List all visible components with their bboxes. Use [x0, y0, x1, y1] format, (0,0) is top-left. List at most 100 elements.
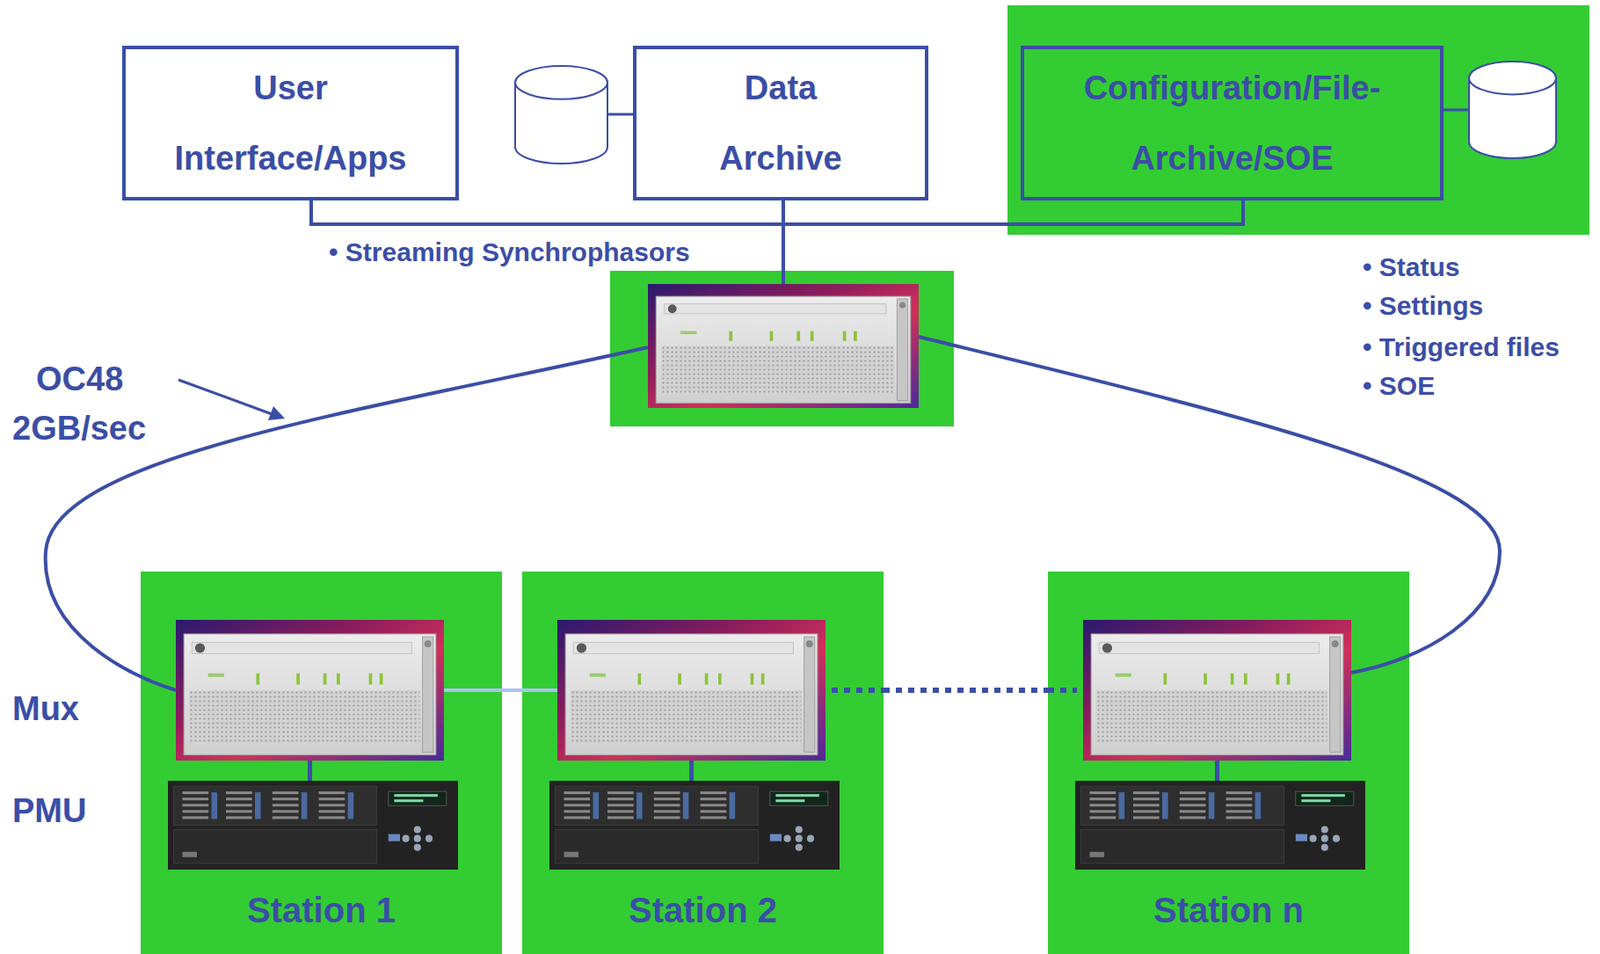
device-led	[796, 331, 800, 342]
pmu-key	[1321, 826, 1329, 834]
device-led	[296, 673, 300, 685]
pmu-display	[770, 791, 829, 806]
pmu-panel	[555, 829, 759, 864]
pmu-legend-mark	[564, 791, 591, 794]
pmu-body	[1075, 780, 1366, 870]
connector-line	[501, 688, 523, 692]
device-backdrop	[175, 619, 444, 761]
pmu-led-column	[683, 792, 690, 819]
pointer-arrow	[178, 379, 275, 415]
pmu-legend-mark	[654, 809, 681, 813]
note-label: PMU	[12, 792, 87, 831]
station-box: Station n	[1047, 571, 1410, 954]
pmu-legend-mark	[1133, 809, 1160, 813]
pmu-legend-mark	[654, 791, 681, 794]
device-led	[718, 673, 722, 685]
pmu-legend-mark	[272, 791, 299, 794]
pmu-logo	[182, 851, 198, 858]
pmu-key	[1332, 835, 1340, 843]
pmu-led-column	[1119, 792, 1126, 819]
system-box: User Interface/Apps	[122, 45, 459, 201]
device-chassis	[1090, 633, 1344, 756]
device-led	[1287, 673, 1291, 685]
pmu-legend-mark	[700, 791, 728, 794]
device-led	[728, 331, 733, 342]
pmu-legend-mark	[1226, 809, 1253, 813]
device-led	[208, 673, 225, 677]
pmu-legend-mark	[1133, 797, 1160, 800]
pmu-legend-mark	[1179, 797, 1207, 800]
device-led	[677, 673, 682, 685]
hub-region	[610, 270, 954, 427]
device-led	[256, 673, 261, 685]
pmu-key	[414, 835, 422, 843]
device-handle	[896, 298, 908, 401]
device-handle	[1330, 636, 1341, 752]
pmu-legend-mark	[1090, 809, 1117, 813]
pmu-legend-mark	[319, 803, 346, 807]
pmu-legend-mark	[1226, 791, 1253, 794]
mux-link-stub	[1047, 687, 1077, 693]
label-slot: • SOE	[1362, 370, 1435, 402]
note-label: • Triggered files	[1362, 332, 1560, 364]
pmu-legend-mark	[700, 815, 728, 819]
hub-mux-picture	[647, 283, 919, 408]
device-logo	[1102, 642, 1113, 653]
pmu-legend-mark	[1179, 791, 1207, 794]
label-slot: • Triggered files	[1362, 332, 1560, 364]
device-screw	[1331, 640, 1339, 648]
pmu-display	[1295, 791, 1354, 806]
note-label: • SOE	[1362, 370, 1435, 402]
device-led	[680, 331, 697, 335]
pmu-legend-mark	[1226, 815, 1253, 819]
pmu-logo	[564, 851, 580, 858]
pmu-legend-mark	[1133, 791, 1160, 794]
pmu-legend-mark	[225, 815, 253, 819]
note-label: 2GB/sec	[12, 409, 146, 449]
pmu-legend-mark	[607, 797, 634, 800]
pmu-legend-mark	[1179, 809, 1207, 813]
pmu-legend-mark	[607, 791, 634, 794]
system-box: Configuration/File- Archive/SOE	[1020, 45, 1444, 201]
note-label: • Settings	[1362, 290, 1484, 322]
database-link	[1443, 109, 1470, 112]
pmu-picture	[549, 780, 840, 870]
pmu-key	[795, 826, 803, 834]
device-led	[323, 673, 328, 685]
device-handle	[422, 636, 434, 752]
device-screw	[424, 640, 432, 648]
device-handle	[804, 636, 815, 752]
label-slot: • Streaming Synchrophasors	[328, 237, 691, 269]
device-led	[750, 673, 755, 685]
pmu-panel	[1081, 785, 1285, 825]
connector-line	[783, 200, 1244, 225]
device-logo	[195, 642, 205, 653]
pmu-legend-mark	[225, 809, 253, 813]
pmu-legend-mark	[700, 809, 728, 813]
device-backdrop	[1083, 619, 1352, 761]
pmu-legend-mark	[607, 809, 634, 813]
pmu-legend-mark	[564, 803, 591, 807]
device-grille	[570, 690, 801, 744]
pmu-body	[167, 780, 459, 870]
pmu-panel	[174, 785, 378, 825]
pmu-legend-mark	[225, 791, 253, 794]
device-led	[1115, 673, 1132, 677]
pmu-key	[1309, 835, 1317, 843]
device-led	[770, 331, 774, 342]
pmu-legend-mark	[700, 797, 728, 800]
device-led	[843, 331, 847, 342]
device-led	[589, 673, 606, 677]
device-screw	[806, 640, 814, 648]
device-led	[1163, 673, 1168, 685]
fibre-ring	[918, 336, 1500, 673]
pmu-key	[1321, 843, 1329, 851]
device-chassis	[183, 633, 437, 756]
pmu-legend-mark	[1179, 815, 1207, 819]
pmu-legend-mark	[1090, 797, 1117, 800]
box-title: Configuration/File- Archive/SOE	[1034, 52, 1430, 194]
pmu-led-column	[1255, 792, 1262, 819]
pmu-legend-mark	[654, 815, 681, 819]
